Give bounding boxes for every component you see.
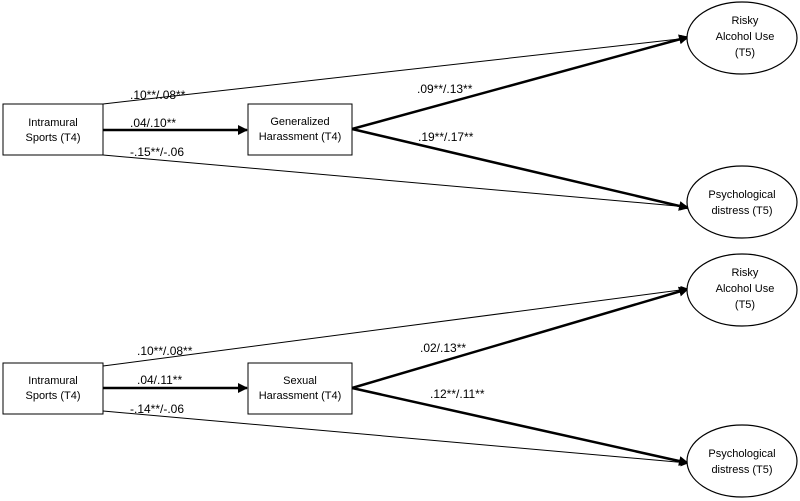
label-mediator-to-alcohol: .09**/.13** bbox=[417, 82, 473, 96]
node-alcohol-line2: Alcohol Use bbox=[716, 31, 775, 43]
label-predictor-to-alcohol: .10**/.08** bbox=[137, 344, 193, 358]
label-predictor-to-alcohol: .10**/.08** bbox=[130, 88, 186, 102]
label-predictor-to-mediator: .04/.11** bbox=[137, 373, 182, 387]
node-outcome-distress: Psychological distress (T5) bbox=[686, 165, 798, 239]
node-outcome-alcohol: Risky Alcohol Use (T5) bbox=[686, 1, 798, 75]
node-mediator: Sexual Harassment (T4) bbox=[247, 362, 353, 415]
path-predictor-to-distress bbox=[102, 154, 689, 211]
node-predictor-line1: Intramural bbox=[28, 375, 78, 387]
path-mediator-to-distress bbox=[351, 386, 689, 466]
node-mediator: Generalized Harassment (T4) bbox=[247, 103, 353, 156]
path-mediator-to-alcohol bbox=[351, 34, 689, 131]
node-predictor-line2: Sports (T4) bbox=[25, 132, 80, 144]
path-predictor-to-distress bbox=[102, 410, 689, 467]
label-predictor-to-distress: -.15**/-.06 bbox=[130, 145, 184, 159]
path-predictor-to-alcohol bbox=[102, 285, 689, 367]
path-mediator-to-alcohol bbox=[351, 286, 689, 390]
label-mediator-to-distress: .19**/.17** bbox=[418, 130, 474, 144]
node-predictor-line1: Intramural bbox=[28, 117, 78, 129]
node-mediator-line2: Harassment (T4) bbox=[259, 390, 342, 402]
panel-sexual-harassment: .10**/.08** .04/.11** -.14**/-.06 .02/.1… bbox=[2, 253, 798, 498]
node-distress-line2: distress (T5) bbox=[711, 205, 772, 217]
node-distress-line1: Psychological bbox=[708, 189, 775, 201]
label-mediator-to-distress: .12**/.11** bbox=[430, 387, 485, 401]
node-mediator-line1: Sexual bbox=[283, 375, 317, 387]
node-outcome-distress: Psychological distress (T5) bbox=[686, 424, 798, 498]
label-predictor-to-mediator: .04/.10** bbox=[130, 116, 176, 130]
path-mediator-to-distress bbox=[351, 127, 689, 211]
node-outcome-alcohol: Risky Alcohol Use (T5) bbox=[686, 253, 798, 327]
node-alcohol-line1: Risky bbox=[732, 267, 759, 279]
node-predictor: Intramural Sports (T4) bbox=[2, 362, 104, 415]
node-distress-line1: Psychological bbox=[708, 448, 775, 460]
panel-generalized-harassment: .10**/.08** .04/.10** -.15**/-.06 .09**/… bbox=[2, 1, 798, 239]
node-predictor: Intramural Sports (T4) bbox=[2, 103, 104, 156]
node-alcohol-line2: Alcohol Use bbox=[716, 283, 775, 295]
node-mediator-line1: Generalized bbox=[270, 116, 329, 128]
node-alcohol-line1: Risky bbox=[732, 15, 759, 27]
node-distress-line2: distress (T5) bbox=[711, 464, 772, 476]
node-mediator-line2: Harassment (T4) bbox=[259, 131, 342, 143]
label-predictor-to-distress: -.14**/-.06 bbox=[130, 402, 184, 416]
node-predictor-line2: Sports (T4) bbox=[25, 390, 80, 402]
path-predictor-to-alcohol bbox=[102, 34, 689, 105]
label-mediator-to-alcohol: .02/.13** bbox=[420, 341, 466, 355]
node-alcohol-line3: (T5) bbox=[735, 299, 755, 311]
node-alcohol-line3: (T5) bbox=[735, 47, 755, 59]
